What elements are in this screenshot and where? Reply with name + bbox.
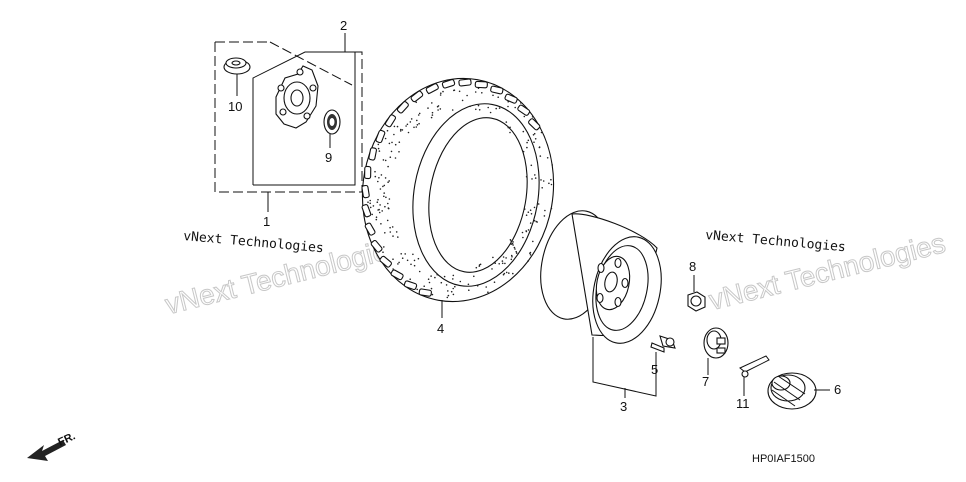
hub-cap-part-6	[767, 372, 830, 410]
valve-part-5	[650, 335, 676, 364]
callout-7: 7	[702, 374, 709, 389]
callout-1: 1	[263, 214, 270, 229]
collar-part-10	[223, 57, 251, 96]
front-direction-arrow: FR.	[27, 430, 77, 461]
watermark-left-small: vNext Technologies	[183, 229, 325, 256]
callout-8: 8	[689, 259, 696, 274]
hub-part-2	[275, 65, 319, 129]
callout-3: 3	[620, 399, 627, 414]
castle-nut-part-7	[703, 327, 729, 375]
watermark-right-small: vNext Technologies	[705, 228, 847, 255]
watermark-left: vNext Technologies vNext Technologies	[162, 229, 406, 321]
tire-part-4	[361, 77, 555, 318]
wheel-part-3	[540, 210, 662, 350]
cotter-pin-part-11	[739, 355, 770, 396]
callout-2: 2	[340, 18, 347, 33]
callout-10: 10	[228, 99, 242, 114]
callout-6: 6	[834, 382, 841, 397]
callout-4: 4	[437, 321, 444, 336]
diagram-code: HP0IAF1500	[752, 453, 815, 465]
callout-9: 9	[325, 150, 332, 165]
seal-part-9	[323, 109, 341, 148]
tire-tread-lugs	[361, 78, 541, 297]
nut-part-8	[687, 275, 706, 312]
callout-11: 11	[736, 396, 750, 411]
callout-5: 5	[651, 362, 658, 377]
wheel-bracket	[592, 350, 657, 398]
watermark-right: vNext Technologies vNext Technologies	[705, 227, 949, 317]
front-direction-label: FR.	[56, 430, 77, 448]
tire-texture	[366, 83, 553, 299]
